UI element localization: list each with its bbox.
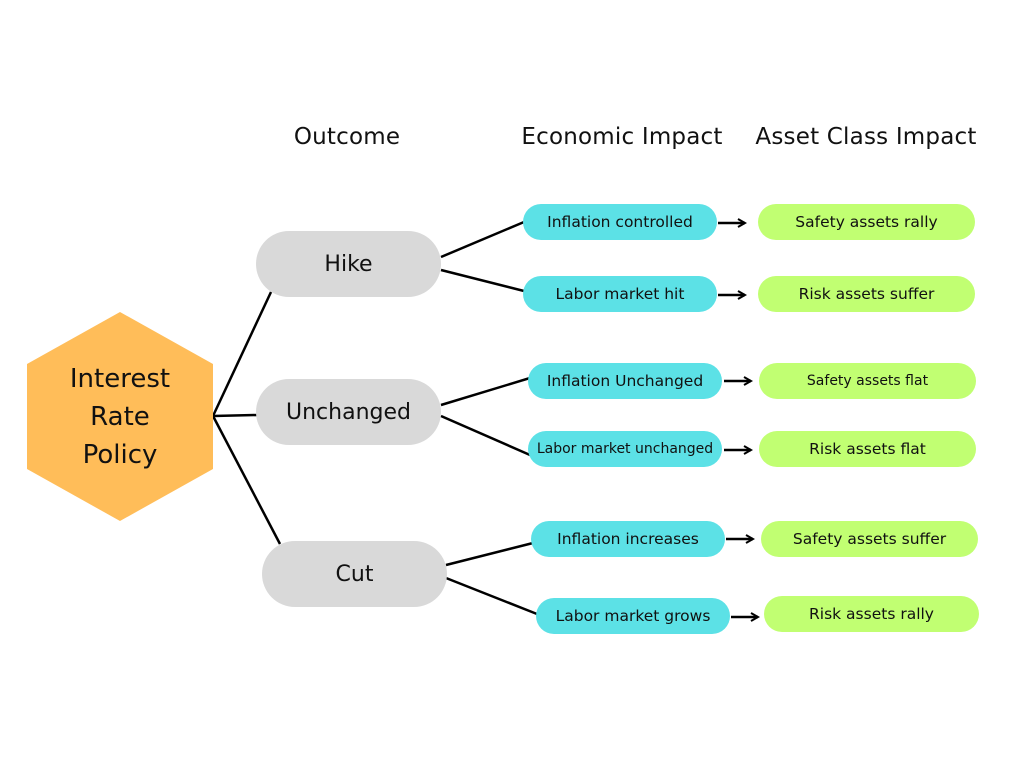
economic-node-inflation-controlled[interactable]: Inflation controlled <box>523 204 717 240</box>
asset-node-risk-assets-flat[interactable]: Risk assets flat <box>759 431 976 467</box>
connector-root-hike <box>211 291 273 417</box>
asset-label: Safety assets rally <box>795 213 938 231</box>
connector-root-cut <box>211 415 282 545</box>
economic-label: Labor market unchanged <box>536 441 714 457</box>
root-label-line-2: Rate <box>90 401 150 432</box>
economic-label: Inflation controlled <box>547 213 693 231</box>
connector-cut-econ-2 <box>445 576 538 616</box>
connector-unchanged-econ-2 <box>440 414 531 457</box>
asset-node-safety-assets-flat[interactable]: Safety assets flat <box>759 363 976 399</box>
economic-label: Labor market hit <box>555 285 685 303</box>
economic-node-labor-market-grows[interactable]: Labor market grows <box>536 598 730 634</box>
asset-node-risk-assets-rally[interactable]: Risk assets rally <box>764 596 979 632</box>
root-label-line-1: Interest <box>69 363 171 394</box>
asset-label: Safety assets suffer <box>792 530 947 548</box>
outcome-label: Hike <box>324 251 373 277</box>
asset-node-safety-assets-suffer[interactable]: Safety assets suffer <box>761 521 978 557</box>
asset-label: Risk assets flat <box>809 440 926 458</box>
economic-label: Inflation increases <box>557 530 699 548</box>
connector-unchanged-econ-1 <box>440 376 531 407</box>
asset-node-risk-assets-suffer[interactable]: Risk assets suffer <box>758 276 975 312</box>
header-economic-impact: Economic Impact <box>521 124 723 150</box>
connector-cut-econ-1 <box>445 541 534 567</box>
economic-node-inflation-increases[interactable]: Inflation increases <box>531 521 725 557</box>
economic-label: Labor market grows <box>555 607 711 625</box>
header-outcome: Outcome <box>293 124 401 150</box>
connector-hike-econ-2 <box>440 268 525 293</box>
root-hexagon <box>27 312 213 521</box>
outcome-node-unchanged[interactable]: Unchanged <box>256 379 441 445</box>
asset-label: Safety assets flat <box>806 373 929 389</box>
outcome-label: Unchanged <box>286 399 411 425</box>
root-label-line-3: Policy <box>82 439 158 470</box>
root-label: Interest Rate Policy <box>27 312 213 521</box>
asset-label: Risk assets rally <box>809 605 934 623</box>
economic-node-labor-market-hit[interactable]: Labor market hit <box>523 276 717 312</box>
connector-hike-econ-1 <box>440 220 525 259</box>
header-asset-class-impact: Asset Class Impact <box>755 124 977 150</box>
outcome-node-cut[interactable]: Cut <box>262 541 447 607</box>
economic-label: Inflation Unchanged <box>546 372 704 390</box>
economic-node-inflation-unchanged[interactable]: Inflation Unchanged <box>528 363 722 399</box>
connector-root-unchanged <box>212 413 258 418</box>
asset-label: Risk assets suffer <box>798 285 935 303</box>
asset-node-safety-assets-rally[interactable]: Safety assets rally <box>758 204 975 240</box>
outcome-label: Cut <box>335 561 374 587</box>
outcome-node-hike[interactable]: Hike <box>256 231 441 297</box>
economic-node-labor-market-unchanged[interactable]: Labor market unchanged <box>528 431 722 467</box>
